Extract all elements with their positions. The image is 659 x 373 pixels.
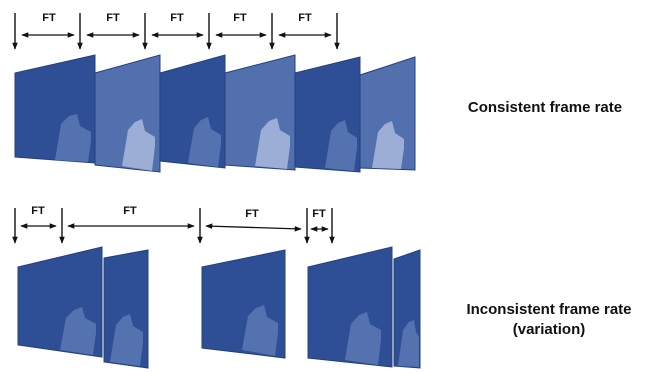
caption-line: Inconsistent frame rate xyxy=(466,301,632,318)
frame-time-label: FT xyxy=(123,205,137,217)
video-frame xyxy=(103,249,149,369)
video-frame xyxy=(224,54,296,171)
frame-time-label: FT xyxy=(42,12,56,24)
frame-time-label: FT xyxy=(245,208,259,220)
video-frame xyxy=(14,54,96,164)
frame-time-arrow xyxy=(205,223,302,232)
video-frame xyxy=(393,249,421,369)
video-frame xyxy=(201,249,286,359)
caption-line: (variation) xyxy=(512,321,586,338)
video-frame xyxy=(17,246,103,358)
consistent-timeline: FT FT FT FT FT xyxy=(12,12,340,50)
frame-time-label: FT xyxy=(170,12,184,24)
video-frame xyxy=(307,246,393,368)
video-frame xyxy=(359,56,416,171)
frame-time-label: FT xyxy=(106,12,120,24)
frame-time-label: FT xyxy=(233,12,247,24)
consistent-frame-rate-caption: Consistent frame rate xyxy=(440,98,650,118)
video-frame xyxy=(94,54,161,173)
inconsistent-frame-rate-caption: Inconsistent frame rate (variation) xyxy=(440,300,658,340)
inconsistent-frames xyxy=(17,246,421,369)
video-frame xyxy=(159,54,226,169)
frame-time-label: FT xyxy=(31,205,45,217)
inconsistent-timeline: FT FT FT FT xyxy=(12,205,335,244)
caption-line: Consistent frame rate xyxy=(467,99,623,116)
consistent-frames xyxy=(14,54,416,173)
frame-time-label: FT xyxy=(298,12,312,24)
frame-time-label: FT xyxy=(312,208,326,220)
video-frame xyxy=(294,56,361,173)
